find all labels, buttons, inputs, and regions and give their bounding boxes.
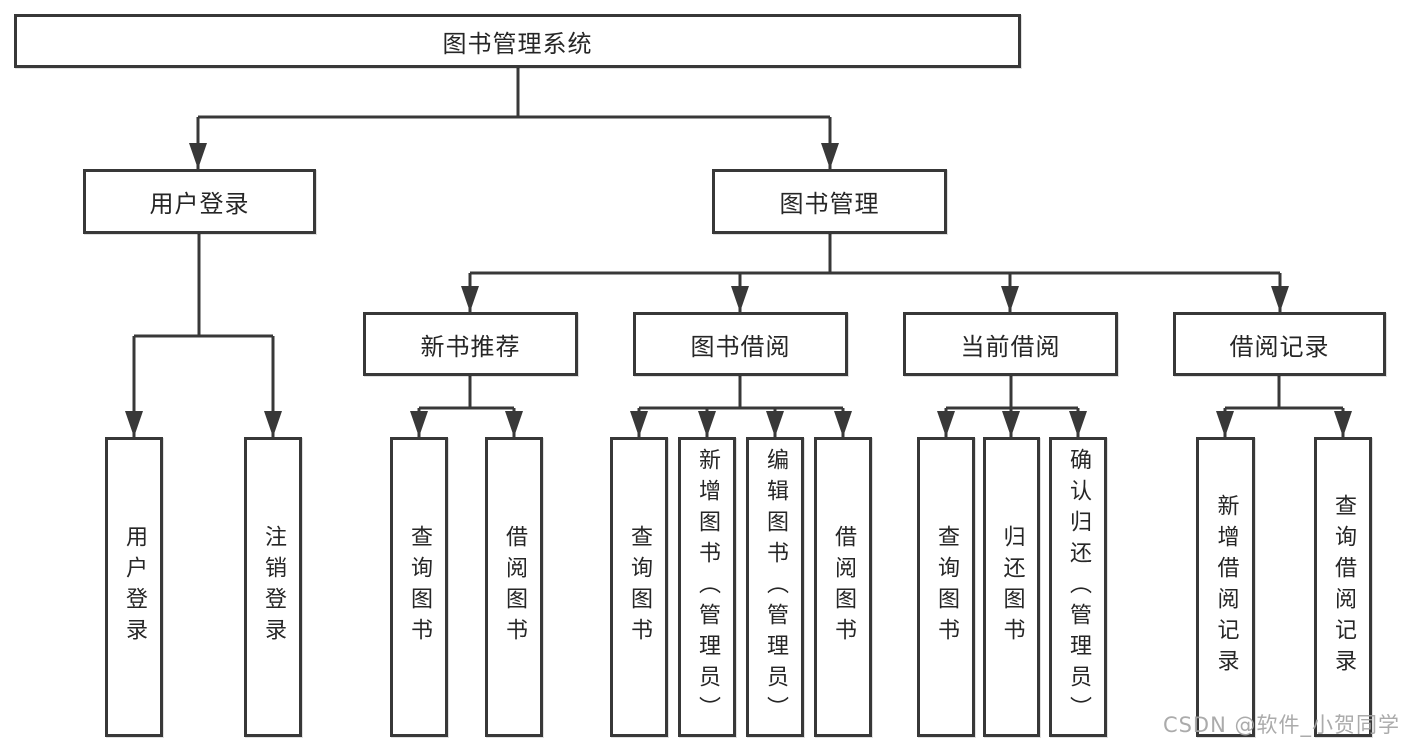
leaf-borrow-books-borrowing-label: 借阅图书	[831, 525, 856, 649]
leaf-add-book-admin: 新增图书（管理员）	[678, 437, 736, 737]
leaf-query-books-recommend-label: 查询图书	[407, 525, 432, 649]
node-book-borrowing: 图书借阅	[633, 312, 848, 376]
node-root: 图书管理系统	[14, 14, 1021, 68]
node-book-management-label: 图书管理	[779, 190, 880, 218]
leaf-return-book-label: 归还图书	[999, 525, 1025, 649]
node-book-management: 图书管理	[712, 169, 947, 234]
leaf-add-borrow-record-label: 新增借阅记录	[1213, 494, 1239, 680]
leaf-return-book: 归还图书	[983, 437, 1040, 737]
leaf-logout-label: 注销登录	[261, 525, 286, 649]
leaf-add-borrow-record: 新增借阅记录	[1196, 437, 1255, 737]
node-book-borrowing-label: 图书借阅	[690, 332, 791, 361]
leaf-edit-book-admin-label: 编辑图书（管理员）	[763, 447, 788, 727]
leaf-query-books-borrowing: 查询图书	[610, 437, 668, 737]
leaf-query-borrow-record: 查询借阅记录	[1314, 437, 1372, 737]
leaf-query-books-current: 查询图书	[917, 437, 975, 737]
node-borrowing-records-label: 借阅记录	[1229, 332, 1330, 361]
node-current-borrowing: 当前借阅	[903, 312, 1118, 376]
leaf-query-books-recommend: 查询图书	[390, 437, 448, 737]
leaf-query-books-borrowing-label: 查询图书	[627, 525, 652, 649]
leaf-confirm-return-admin: 确认归还（管理员）	[1049, 437, 1107, 737]
node-new-book-recommend: 新书推荐	[363, 312, 578, 376]
leaf-borrow-books-borrowing: 借阅图书	[814, 437, 872, 737]
node-user-login-label: 用户登录	[149, 190, 250, 218]
leaf-add-book-admin-label: 新增图书（管理员）	[695, 447, 720, 727]
node-user-login: 用户登录	[83, 169, 316, 234]
leaf-borrow-books-recommend: 借阅图书	[485, 437, 543, 737]
leaf-edit-book-admin: 编辑图书（管理员）	[746, 437, 804, 737]
tree-arrow-shafts	[132, 117, 1345, 437]
csdn-watermark: CSDN @软件_小贺同学	[1162, 713, 1400, 737]
leaf-user-login-label: 用户登录	[122, 525, 147, 649]
leaf-logout: 注销登录	[244, 437, 302, 737]
node-borrowing-records: 借阅记录	[1173, 312, 1386, 376]
leaf-query-books-current-label: 查询图书	[934, 525, 959, 649]
node-root-label: 图书管理系统	[442, 29, 593, 58]
node-new-book-recommend-label: 新书推荐	[420, 332, 521, 361]
leaf-borrow-books-recommend-label: 借阅图书	[502, 525, 527, 649]
leaf-query-borrow-record-label: 查询借阅记录	[1331, 494, 1356, 680]
node-current-borrowing-label: 当前借阅	[960, 332, 1061, 361]
leaf-user-login: 用户登录	[105, 437, 163, 737]
leaf-confirm-return-admin-label: 确认归还（管理员）	[1066, 447, 1091, 727]
